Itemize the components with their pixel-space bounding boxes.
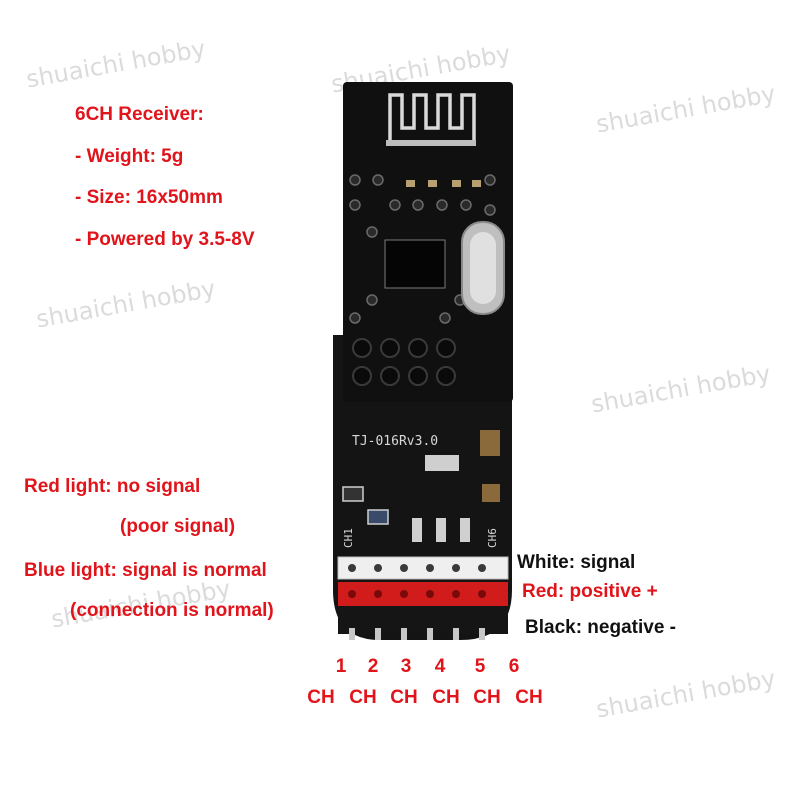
ch6-silk-label: CH6 [486,528,499,548]
channel-label: CH [473,687,501,708]
channel-number: 6 [508,656,520,677]
white-pin-label: White: signal [517,552,636,573]
channel-label: CH [307,687,335,708]
blue-light-sublabel: (connection is normal) [70,600,274,621]
channel-label: CH [349,687,377,708]
channel-label: CH [390,687,418,708]
red-light-label: Red light: no signal [24,476,201,497]
spec-power: - Powered by 3.5-8V [75,229,255,250]
channel-number: 2 [367,656,379,677]
spec-title: 6CH Receiver: [75,104,204,125]
blue-light-label: Blue light: signal is normal [24,560,267,581]
red-pin-label: Red: positive + [522,581,658,602]
channel-number: 1 [335,656,347,677]
red-light-sublabel: (poor signal) [120,516,236,537]
board-model-label: TJ-016Rv3.0 [352,434,438,449]
ch1-silk-label: CH1 [342,528,355,548]
channel-label: CH [515,687,543,708]
spec-size: - Size: 16x50mm [75,187,223,208]
black-pin-label: Black: negative - [525,617,676,638]
channel-label: CH [432,687,460,708]
spec-weight: - Weight: 5g [75,146,184,167]
channel-number: 4 [434,656,446,677]
channel-number: 5 [474,656,486,677]
channel-number: 3 [400,656,412,677]
